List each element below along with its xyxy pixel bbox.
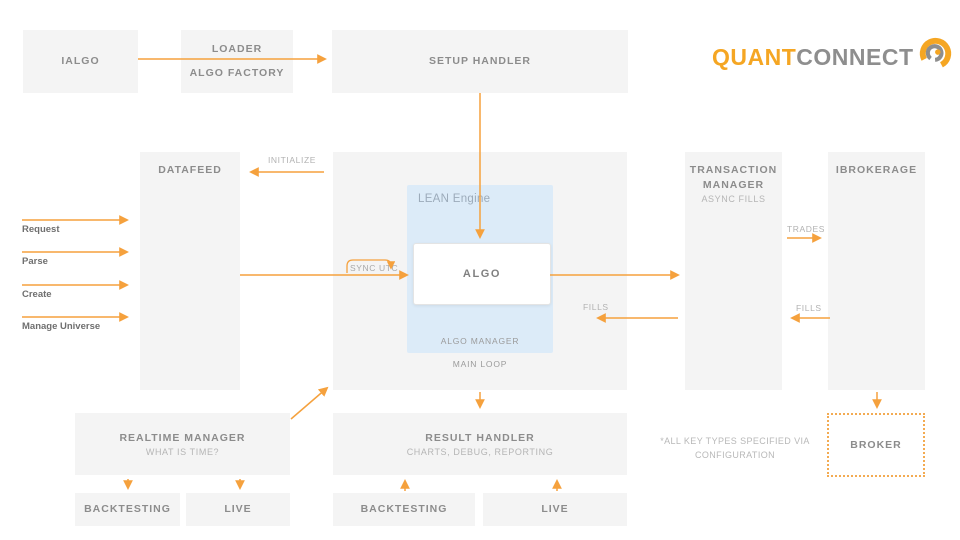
transaction-manager-subtitle: ASYNC FILLS <box>701 194 766 205</box>
algo-box: ALGO <box>413 243 551 305</box>
io-label-manage-universe: Manage Universe <box>22 321 101 332</box>
transaction-manager-label-line1: TRANSACTION <box>689 164 778 176</box>
ibrokerage-label: IBROKERAGE <box>835 164 918 176</box>
algo-label: ALGO <box>462 268 502 280</box>
ibrokerage-box: IBROKERAGE <box>828 152 925 390</box>
transaction-manager-box: TRANSACTION MANAGER ASYNC FILLS <box>685 152 782 390</box>
broker-box: BROKER <box>827 413 925 477</box>
result-handler-box: RESULT HANDLER CHARTS, DEBUG, REPORTING <box>333 413 627 475</box>
trades-label: TRADES <box>787 224 826 234</box>
initialize-label: INITIALIZE <box>267 155 317 165</box>
result-handler-subtitle: CHARTS, DEBUG, REPORTING <box>406 447 554 458</box>
sync-utc-label: SYNC UTC <box>350 263 399 273</box>
setup-handler-box: SETUP HANDLER <box>332 30 628 93</box>
quantconnect-logo-icon <box>919 37 951 68</box>
fills-inner-label: FILLS <box>583 302 609 312</box>
broker-label: BROKER <box>850 438 902 451</box>
logo-connect: CONNECT <box>796 44 914 70</box>
loader-label: LOADER <box>211 43 263 55</box>
live-center-label: LIVE <box>541 503 569 516</box>
live-box-center: LIVE <box>483 493 627 526</box>
io-label-parse: Parse <box>22 256 48 267</box>
footnote: *ALL KEY TYPES SPECIFIED VIA CONFIGURATI… <box>655 434 815 463</box>
io-label-create: Create <box>22 289 52 300</box>
live-box-left: LIVE <box>186 493 290 526</box>
logo-text: QUANTCONNECT <box>712 40 914 74</box>
live-left-label: LIVE <box>224 503 252 516</box>
fills-outer-label: FILLS <box>796 303 822 313</box>
lean-engine-label: LEAN Engine <box>418 193 491 205</box>
datafeed-label: DATAFEED <box>158 164 222 176</box>
io-label-request: Request <box>22 224 60 235</box>
realtime-manager-subtitle: WHAT IS TIME? <box>145 447 220 458</box>
quantconnect-logo: QUANTCONNECT <box>712 37 956 74</box>
loader-algo-factory-box: LOADER ALGO FACTORY <box>181 30 293 93</box>
main-loop-label: MAIN LOOP <box>452 359 508 369</box>
footnote-line2: CONFIGURATION <box>694 450 776 461</box>
setup-handler-label: SETUP HANDLER <box>428 55 532 68</box>
realtime-manager-label: REALTIME MANAGER <box>119 431 246 444</box>
backtesting-left-label: BACKTESTING <box>84 503 171 516</box>
backtesting-box-center: BACKTESTING <box>333 493 475 526</box>
arrow-realtime-to-lean <box>290 386 329 420</box>
ialgo-label: IALGO <box>61 55 100 68</box>
ialgo-box: IALGO <box>23 30 138 93</box>
footnote-line1: *ALL KEY TYPES SPECIFIED VIA <box>660 436 810 446</box>
result-handler-label: RESULT HANDLER <box>425 431 535 444</box>
realtime-manager-box: REALTIME MANAGER WHAT IS TIME? <box>75 413 290 475</box>
datafeed-box: DATAFEED <box>140 152 240 390</box>
logo-quant: QUANT <box>712 44 797 70</box>
transaction-manager-label-line2: MANAGER <box>702 178 765 191</box>
algo-manager-label: ALGO MANAGER <box>440 336 520 346</box>
algo-factory-label: ALGO FACTORY <box>189 67 285 80</box>
backtesting-center-label: BACKTESTING <box>360 503 448 516</box>
backtesting-box-left: BACKTESTING <box>75 493 180 526</box>
